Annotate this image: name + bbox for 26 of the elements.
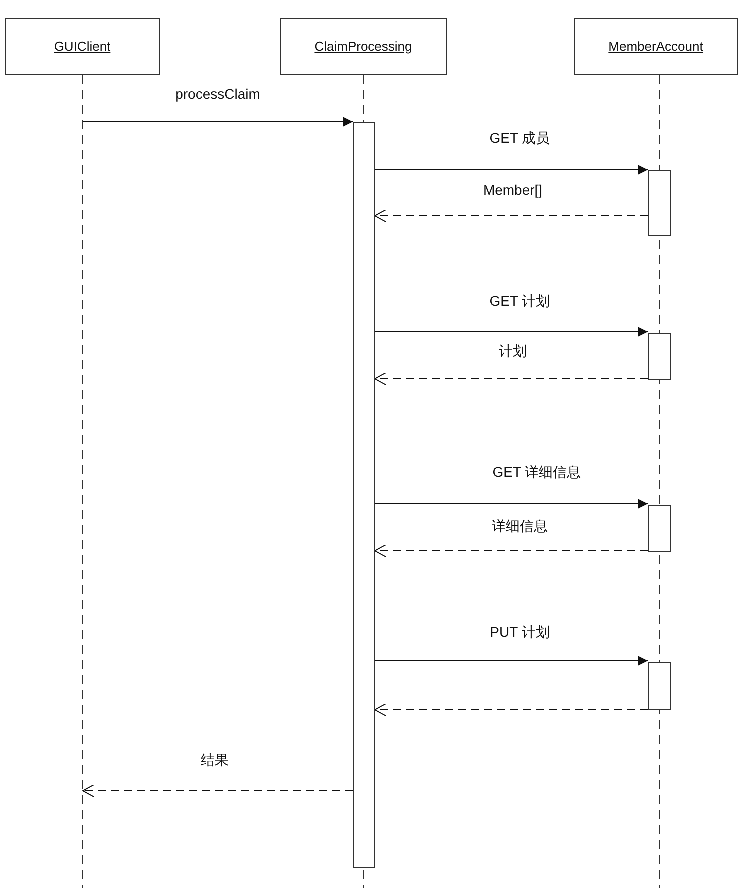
edge-label: GET 成员	[488, 130, 552, 148]
message-arrow	[374, 499, 648, 509]
return-arrow	[374, 210, 648, 222]
return-arrow	[82, 784, 354, 798]
participant-box: ClaimProcessing	[280, 18, 447, 75]
activation-bar	[353, 122, 375, 868]
activation-bar	[648, 333, 671, 380]
edge-label: 详细信息	[490, 518, 550, 536]
return-arrow	[374, 544, 648, 558]
message-arrow	[374, 165, 648, 175]
message-arrow	[374, 656, 648, 666]
activation-bar	[648, 505, 671, 552]
message-arrow	[374, 327, 648, 337]
edge-label: GET 详细信息	[490, 464, 584, 482]
edge-label: GET 计划	[488, 293, 552, 311]
return-arrow	[374, 704, 648, 716]
edge-label: processClaim	[174, 86, 262, 102]
message-arrow	[82, 117, 354, 127]
edge-label: PUT 计划	[488, 624, 552, 642]
participant-box: MemberAccount	[574, 18, 738, 75]
activation-bar	[648, 662, 671, 710]
activation-bar	[648, 170, 671, 236]
edge-label: 结果	[199, 752, 231, 770]
return-arrow	[374, 372, 648, 386]
participant-box: GUIClient	[5, 18, 160, 75]
edge-label: 计划	[497, 343, 529, 361]
